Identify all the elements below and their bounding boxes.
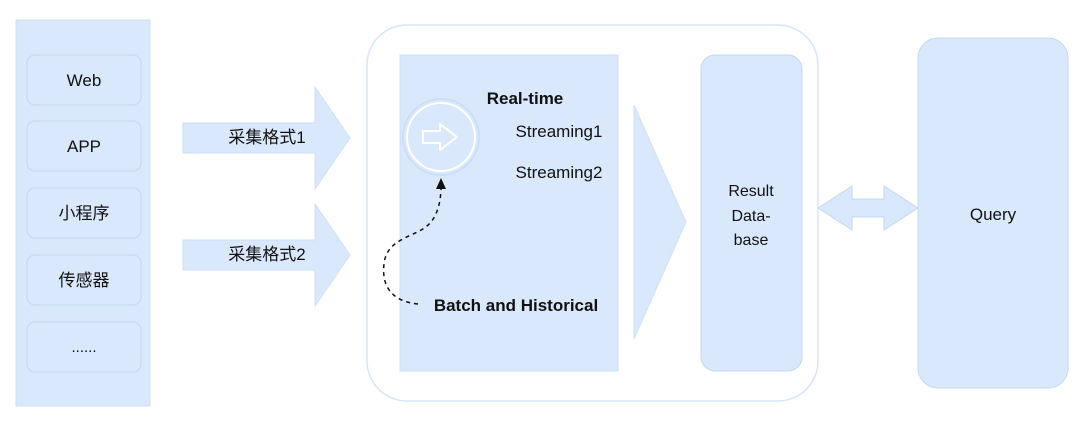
source-panel: Web APP 小程序 传感器 ...... — [15, 19, 151, 407]
dashed-feedback-arrow — [382, 178, 446, 305]
source-item-sensor[interactable]: 传感器 — [26, 254, 142, 306]
right-arrow-in-circle-icon — [402, 98, 480, 176]
source-item-web[interactable]: Web — [26, 54, 142, 106]
source-item-more[interactable]: ...... — [26, 321, 142, 373]
stream-label-2: Streaming2 — [516, 163, 603, 182]
result-db-line-2: Data- — [731, 208, 770, 225]
batch-label: Batch and Historical — [434, 296, 598, 315]
processing-container: Real-time Streaming1 Streaming2 Batch an… — [366, 24, 819, 402]
source-item-app[interactable]: APP — [26, 120, 142, 172]
ingest-arrow-label: 采集格式1 — [228, 128, 305, 147]
query-label: Query — [970, 205, 1017, 224]
source-item-label: 传感器 — [59, 271, 110, 290]
source-item-mini-program[interactable]: 小程序 — [26, 187, 142, 239]
processing-to-db-arrow — [633, 104, 687, 340]
ingest-arrow-2-shape — [182, 202, 351, 308]
ingest-arrow-1-shape — [182, 85, 351, 191]
result-database[interactable]: Result Data- base — [700, 54, 803, 372]
ingest-arrow-1: 采集格式1 — [182, 85, 351, 191]
db-query-double-arrow — [817, 185, 919, 231]
realtime-title: Real-time — [487, 89, 564, 108]
source-item-label: 小程序 — [59, 204, 110, 223]
source-item-label: ...... — [71, 339, 96, 356]
source-item-label: APP — [67, 137, 101, 156]
stream-label-1: Streaming1 — [516, 122, 603, 141]
ingest-arrow-label: 采集格式2 — [228, 245, 305, 264]
query-box[interactable]: Query — [917, 37, 1069, 389]
source-item-label: Web — [67, 71, 102, 90]
ingest-arrow-2: 采集格式2 — [182, 202, 351, 308]
result-db-line-3: base — [734, 232, 769, 249]
result-db-line-1: Result — [728, 183, 774, 200]
